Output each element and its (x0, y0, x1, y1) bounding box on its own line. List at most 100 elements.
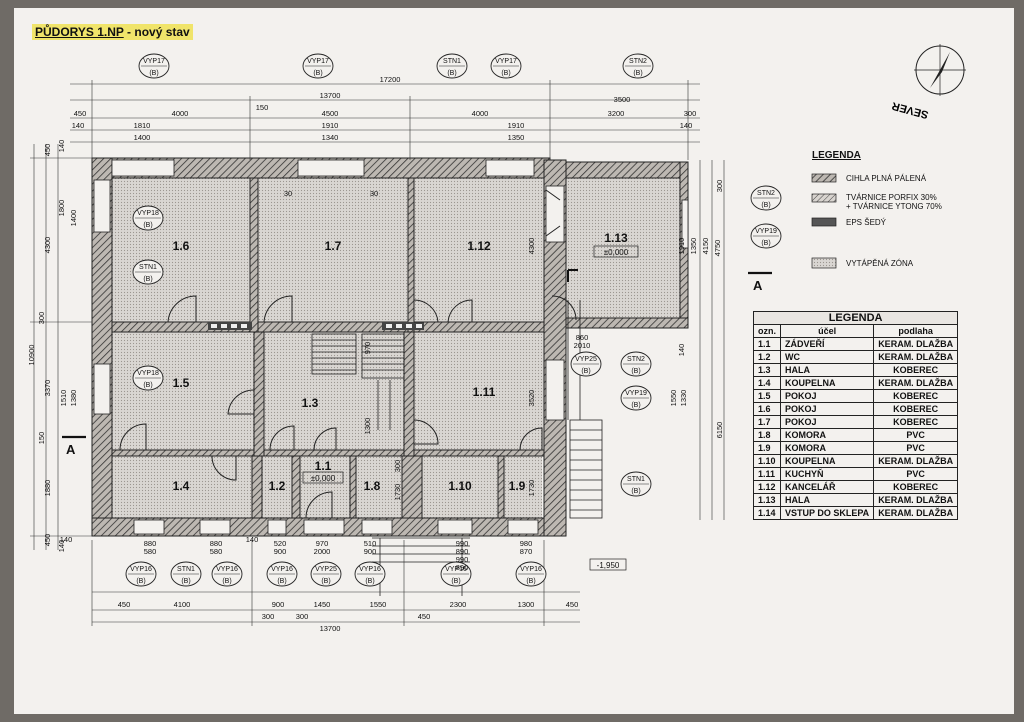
room-floor-cell: KOBEREC (873, 480, 959, 494)
wall-south-1-13 (565, 317, 689, 329)
dimension-text: 1910 (508, 121, 525, 130)
tag-class: (B) (631, 368, 640, 375)
legend-swatch-eps (811, 217, 837, 227)
dimension-text: 1910 (677, 238, 686, 255)
dimension-text: 140 (57, 540, 66, 553)
wall-1-5-1-3 (253, 331, 265, 457)
tag-code: STN1 (177, 566, 195, 573)
wall-lower-horizontal (111, 449, 545, 457)
room-purpose-cell: KUCHYŇ (779, 467, 875, 481)
dimension-text: 150 (256, 103, 269, 112)
room-fill-1-8 (356, 456, 402, 518)
tag-code: VYP16 (359, 566, 381, 573)
stair-treads (312, 339, 356, 371)
dimension-text: 300 (296, 612, 309, 621)
tag-class: (B) (143, 382, 152, 389)
door-swing (551, 295, 577, 321)
room-fill-1-5 (112, 332, 254, 450)
window-1-6-west (93, 179, 111, 233)
dimension-text: 300 (715, 180, 724, 193)
dimension-text: 140 (246, 535, 259, 544)
tag-code: VYP17 (495, 58, 517, 65)
window-1-5-west (93, 363, 111, 415)
tag-class: (B) (136, 578, 145, 585)
element-tag: VYP16(B) (211, 561, 243, 587)
dim-line (70, 83, 700, 143)
room-floor-cell: PVC (873, 428, 959, 442)
room-purpose-cell: POKOJ (779, 389, 875, 403)
dimension-text: 1730 (527, 480, 536, 497)
dimension-text: 1880 (43, 480, 52, 497)
window-1-7 (297, 159, 365, 177)
door-swing (413, 419, 439, 445)
dimension-text: 1730 (393, 484, 402, 501)
tag-code: VYP16 (520, 566, 542, 573)
dimension-text: 1330 (679, 390, 688, 407)
section-cut (567, 269, 578, 282)
dimension-text: 450 (74, 109, 87, 118)
room-code-cell: 1.13 (753, 493, 781, 507)
dimension-text: 10900 (27, 345, 36, 366)
tag-class: (B) (143, 276, 152, 283)
tag-code: STN1 (443, 58, 461, 65)
vent-hole (241, 324, 247, 328)
wall-mid-horizontal (111, 321, 545, 333)
wall-east-main (543, 159, 567, 537)
dimension-text: 880 (144, 539, 157, 548)
door-swing (119, 423, 147, 451)
column-header: účel (779, 324, 875, 338)
room-fill-1-11 (414, 332, 544, 450)
tag-class: (B) (222, 578, 231, 585)
column-header: podlaha (873, 324, 959, 338)
tag-class: (B) (321, 578, 330, 585)
tag-class: (B) (761, 202, 770, 209)
room-purpose-cell: VSTUP DO SKLEPA (779, 506, 875, 520)
dimension-text: 510 (364, 539, 377, 548)
dimension-text: 13700 (320, 624, 341, 633)
level-box (593, 245, 639, 258)
dimension-text: 300 (37, 312, 46, 325)
room-label: 1.6 (173, 239, 190, 253)
wall-1-10-1-9 (497, 455, 505, 519)
dimension-text: 580 (144, 547, 157, 556)
dimension-text: 1450 (314, 600, 331, 609)
room-fill-1-9 (504, 456, 542, 518)
tag-class: (B) (181, 578, 190, 585)
element-tag: STN1 (B) (170, 561, 202, 587)
room-code-cell: 1.14 (753, 506, 781, 520)
dimension-text: 2000 (314, 547, 331, 556)
tag-class: (B) (143, 222, 152, 229)
vent-hole (406, 324, 412, 328)
room-purpose-cell: ZÁDVEŘÍ (779, 337, 875, 351)
dimension-text: 1350 (508, 133, 525, 142)
level-outside: -1,950 (597, 561, 620, 570)
element-tag: STN2(B) (620, 351, 652, 377)
dimension-text: 890 (456, 547, 469, 556)
level-1-1: ±0,000 (311, 474, 336, 483)
door-swing (211, 455, 237, 481)
tag-class: (B) (447, 70, 456, 77)
tag-class: (B) (761, 240, 770, 247)
dimension-text: 880 (210, 539, 223, 548)
tag-code: VYP16 (271, 566, 293, 573)
level-box (589, 558, 627, 571)
room-code-cell: 1.5 (753, 389, 781, 403)
room-floor-cell: KOBEREC (873, 415, 959, 429)
room-floor-cell: KERAM. DLAŽBA (873, 376, 959, 390)
dimension-text: 870 (520, 547, 533, 556)
dimension-text: 450 (43, 534, 52, 547)
legend-swatch-heated (811, 257, 837, 269)
room-purpose-cell: KOUPELNA (779, 454, 875, 468)
room-floor-cell: KERAM. DLAŽBA (873, 454, 959, 468)
plan-title-separator: - (123, 25, 135, 39)
dimension-text: 2010 (574, 341, 591, 350)
wall-north-east (549, 161, 687, 179)
dimension-text: 4300 (43, 237, 52, 254)
tag-code: VYP17 (307, 58, 329, 65)
room-floor-cell: KERAM. DLAŽBA (873, 493, 959, 507)
dimension-text: 140 (72, 121, 85, 130)
window-1-2 (267, 519, 287, 535)
tag-code: VYP19 (755, 228, 777, 235)
window-1-4-a (133, 519, 165, 535)
